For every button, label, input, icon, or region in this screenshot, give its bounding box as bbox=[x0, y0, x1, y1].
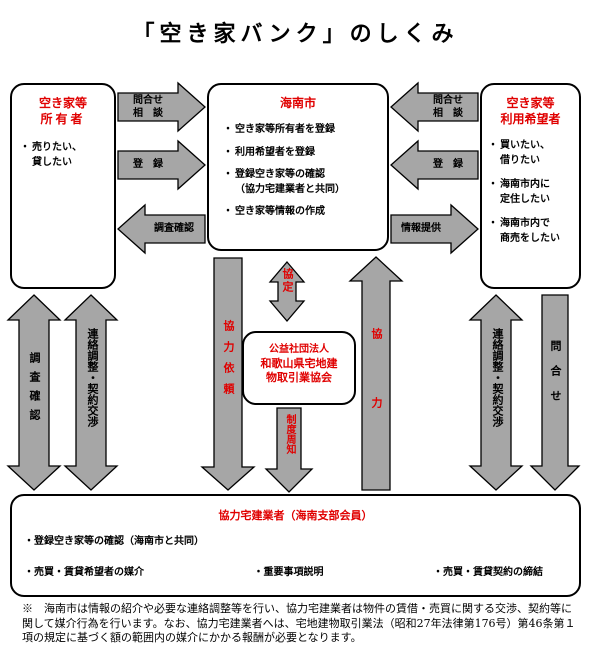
dealers-row: ・売買・賃貸希望者の媒介 ・重要事項説明 ・売買・賃貸契約の締結 bbox=[24, 566, 567, 581]
city-item: 空き家等情報の作成 bbox=[223, 205, 387, 220]
arrow-layer bbox=[6, 81, 581, 493]
footnote: ※ 海南市は情報の紹介や必要な連絡調整等を行い、協力宅建業者は物件の賃借・売買に… bbox=[22, 602, 576, 645]
dealers-item: ・売買・賃貸希望者の媒介 bbox=[24, 567, 144, 578]
city-box: 海南市 空き家等所有者を登録 利用希望者を登録 登録空き家等の確認（協力宅建業者… bbox=[207, 83, 389, 251]
label-register-left: 登 録 bbox=[133, 159, 163, 170]
label-agreement: 協定 bbox=[281, 268, 294, 294]
dealers-item: ・売買・賃貸契約の締結 bbox=[433, 567, 543, 578]
arrow-inquiry-right bbox=[390, 81, 479, 133]
city-item: 利用希望者を登録 bbox=[223, 146, 387, 161]
arrow-coordination-right bbox=[468, 294, 524, 491]
label-coop-request: 協力依頼 bbox=[222, 320, 235, 404]
label-register-right: 登 録 bbox=[433, 159, 463, 170]
label-survey-confirm-vertical: 調査確認 bbox=[28, 352, 41, 428]
owners-item: 売りたい、貸したい bbox=[20, 141, 114, 170]
arrow-coordination-left bbox=[63, 294, 119, 491]
arrow-cooperation bbox=[348, 256, 404, 491]
dealers-box: 協力宅建業者（海南支部会員） ・登録空き家等の確認（海南市と共同） ・売買・賃貸… bbox=[10, 494, 581, 597]
users-item: 買いたい、借りたい bbox=[488, 139, 579, 168]
label-coordination-left: 連絡調整・契約交渉 bbox=[86, 328, 99, 427]
arrow-info-provide bbox=[390, 203, 479, 255]
arrow-register-right bbox=[390, 139, 479, 191]
label-system-notice: 制度周知 bbox=[284, 414, 295, 454]
city-item: 空き家等所有者を登録 bbox=[223, 123, 387, 138]
users-heading: 空き家等 利用希望者 bbox=[500, 96, 561, 127]
arrow-inquiry-left bbox=[117, 81, 206, 133]
owners-list: 売りたい、貸したい bbox=[20, 141, 114, 170]
label-inquiry-vertical: 問合せ bbox=[549, 340, 562, 415]
page-title: 「空き家バンク」のしくみ bbox=[132, 22, 459, 47]
association-box: 公益社団法人 和歌山県宅地建 物取引業協会 bbox=[242, 331, 356, 405]
city-list: 空き家等所有者を登録 利用希望者を登録 登録空き家等の確認（協力宅建業者と共同）… bbox=[223, 123, 387, 220]
arrow-register-left bbox=[117, 139, 206, 191]
arrow-system-notice bbox=[264, 407, 314, 493]
dealers-item: ・重要事項説明 bbox=[253, 567, 324, 578]
city-heading: 海南市 bbox=[279, 96, 316, 110]
owners-box: 空き家等 所有者 売りたい、貸したい bbox=[10, 83, 116, 289]
arrow-inquiry-vertical bbox=[529, 294, 581, 491]
dealers-item: ・登録空き家等の確認（海南市と共同） bbox=[24, 536, 204, 547]
owners-heading: 空き家等 所有者 bbox=[38, 96, 87, 127]
arrow-survey-confirm bbox=[117, 203, 206, 255]
label-survey-confirm: 調査確認 bbox=[154, 223, 194, 234]
label-info-provide: 情報提供 bbox=[401, 223, 441, 234]
label-inquiry-left: 問合せ相 談 bbox=[133, 95, 163, 119]
label-inquiry-right: 問合せ相 談 bbox=[433, 95, 463, 119]
arrow-survey-confirm-vertical bbox=[6, 294, 62, 491]
arrow-agreement bbox=[268, 260, 306, 323]
city-item: 登録空き家等の確認（協力宅建業者と共同） bbox=[223, 168, 387, 197]
label-cooperation: 協力 bbox=[370, 328, 383, 466]
arrow-coop-request bbox=[200, 257, 256, 491]
dealers-heading: 協力宅建業者（海南支部会員） bbox=[218, 509, 373, 522]
label-coordination-right: 連絡調整・契約交渉 bbox=[491, 328, 504, 427]
